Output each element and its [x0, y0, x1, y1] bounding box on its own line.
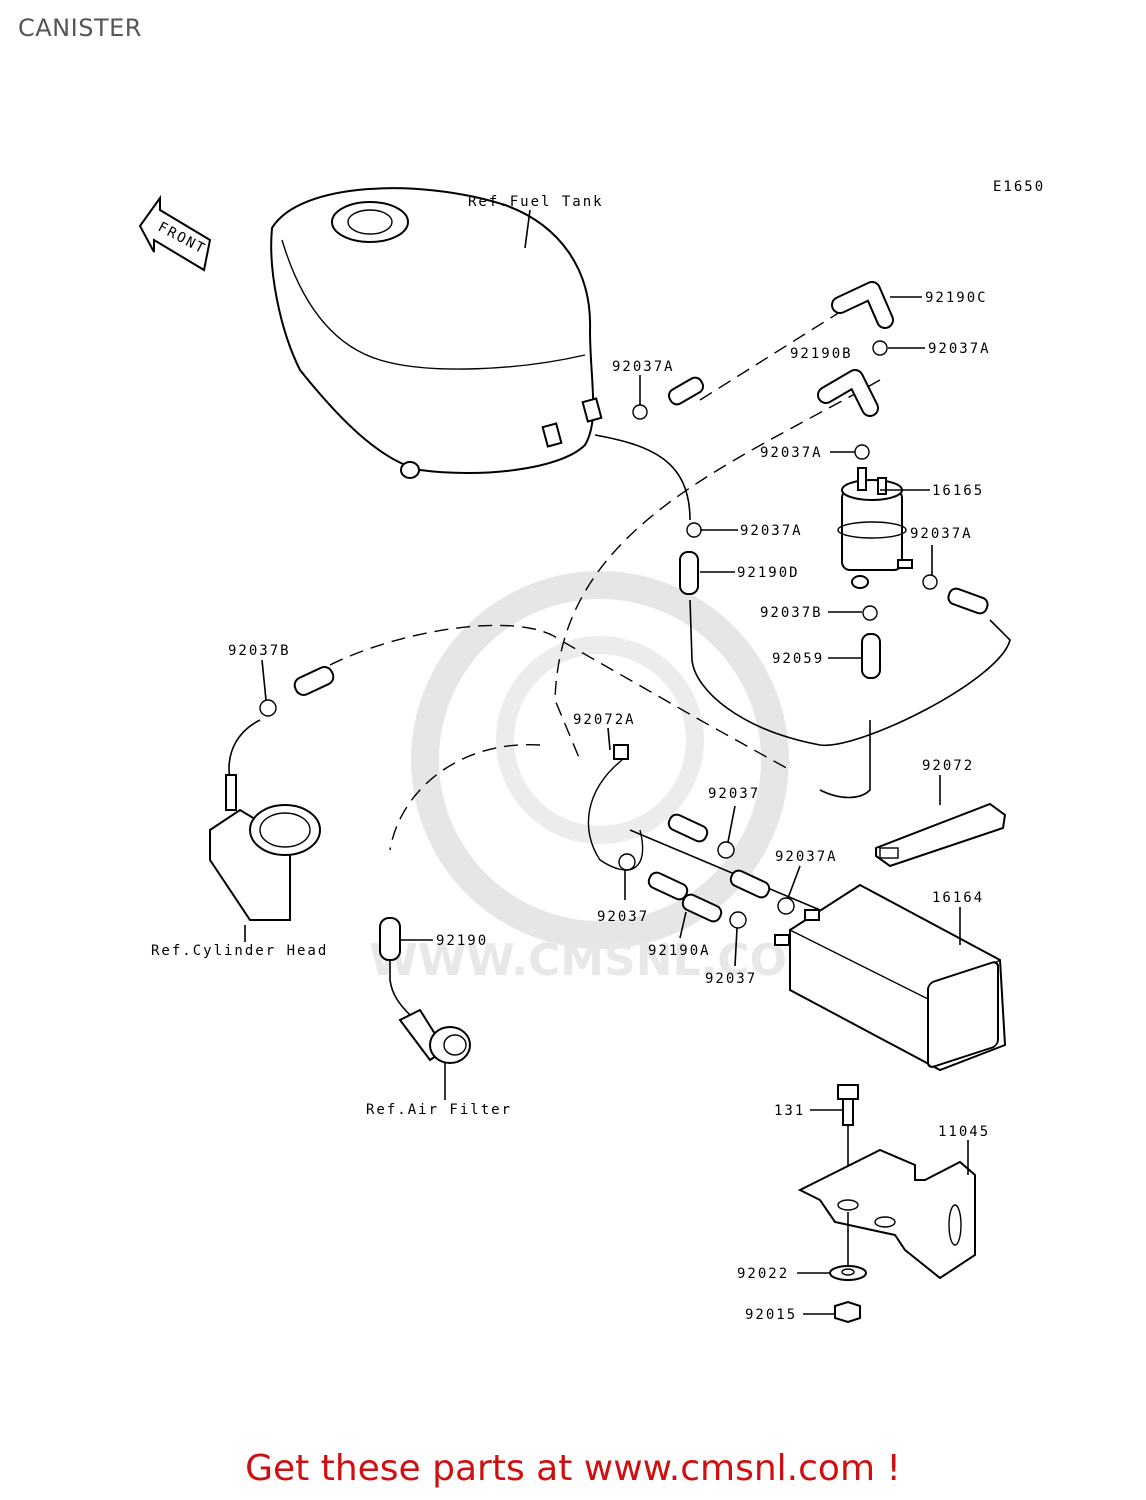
parts-diagram: WWW.CMSNL.COM FRONT [138, 179, 1045, 1324]
part-label-11045: 11045 [938, 1124, 990, 1140]
leader-lines [244, 296, 969, 1315]
hose-92190c [831, 281, 894, 329]
hose-loop [689, 599, 1011, 746]
washer-92022 [829, 1265, 867, 1281]
fuel-tank [270, 187, 603, 479]
part-label-16164: 16164 [932, 890, 984, 906]
part-label-92037-1: 92037 [708, 786, 760, 802]
part-label-92037a-1: 92037A [928, 341, 991, 357]
part-label-92037a-4: 92037A [740, 523, 803, 539]
nut-92015 [834, 1300, 861, 1324]
band-92072 [875, 802, 1007, 868]
watermark-text: WWW.CMSNL.COM [369, 935, 831, 986]
part-label-131: 131 [774, 1103, 805, 1119]
leader-fuel-tank [524, 209, 531, 249]
part-label-92015: 92015 [745, 1307, 797, 1323]
hose-92059 [861, 633, 881, 679]
dash-line-4 [389, 744, 541, 851]
hose-92190a [681, 893, 723, 923]
hose-92190-down [389, 960, 411, 1016]
part-label-92190d: 92190D [737, 565, 800, 581]
ref-air-filter-label: Ref.Air Filter [366, 1102, 512, 1118]
part-label-92190b: 92190B [790, 346, 853, 362]
hose-tank-to-92190d [594, 434, 691, 521]
part-label-92059: 92059 [772, 651, 824, 667]
part-label-92072: 92072 [922, 758, 974, 774]
part-label-92190: 92190 [436, 933, 488, 949]
air-filter-fitting [398, 1008, 471, 1064]
hose-92190 [379, 917, 401, 961]
fuel-filter-16165 [837, 467, 913, 589]
hose-small-5 [647, 871, 689, 901]
part-label-92072a: 92072A [573, 712, 636, 728]
bolt-131 [837, 1084, 859, 1126]
front-arrow-icon: FRONT [138, 194, 212, 272]
bracket-11045 [797, 1148, 976, 1280]
ref-cylinder-head-label: Ref.Cylinder Head [151, 943, 328, 959]
page-title: CANISTER [18, 14, 142, 42]
part-label-16165: 16165 [932, 483, 984, 499]
clamps [259, 340, 938, 929]
hose-92190b [817, 369, 879, 417]
part-label-92190a: 92190A [648, 943, 711, 959]
part-label-92037-3: 92037 [705, 971, 757, 987]
ref-fuel-tank-label: Ref.Fuel Tank [468, 194, 604, 210]
part-label-92037b-2: 92037B [228, 643, 291, 659]
dash-line-1 [699, 311, 841, 401]
hose-small-2 [947, 587, 989, 615]
hose-small-6 [729, 869, 771, 899]
part-label-92037a-2: 92037A [612, 359, 675, 375]
part-label-92037a-3: 92037A [760, 445, 823, 461]
hose-clamp-to-head [228, 719, 261, 781]
strap-92072a [587, 744, 644, 871]
part-label-92037b-1: 92037B [760, 605, 823, 621]
cylinder-head-joint [209, 774, 321, 921]
footer-link[interactable]: Get these parts at www.cmsnl.com ! [245, 1448, 901, 1489]
diagram-code: E1650 [993, 179, 1045, 195]
part-label-92037-2: 92037 [597, 909, 649, 925]
canister-16164 [774, 883, 1007, 1072]
hose-92190d [679, 551, 699, 595]
hose-small-1 [667, 376, 705, 406]
part-label-92022: 92022 [737, 1266, 789, 1282]
washer-hole [841, 1268, 855, 1276]
part-label-92037a-5: 92037A [910, 526, 973, 542]
hose-small-4 [667, 813, 709, 843]
watermark: WWW.CMSNL.COM [369, 571, 831, 986]
hose-small-3 [293, 666, 335, 696]
hose-92059-down [819, 720, 871, 799]
part-label-92190c: 92190C [925, 290, 988, 306]
part-label-92037a-6: 92037A [775, 849, 838, 865]
dash-line-2 [554, 379, 881, 761]
